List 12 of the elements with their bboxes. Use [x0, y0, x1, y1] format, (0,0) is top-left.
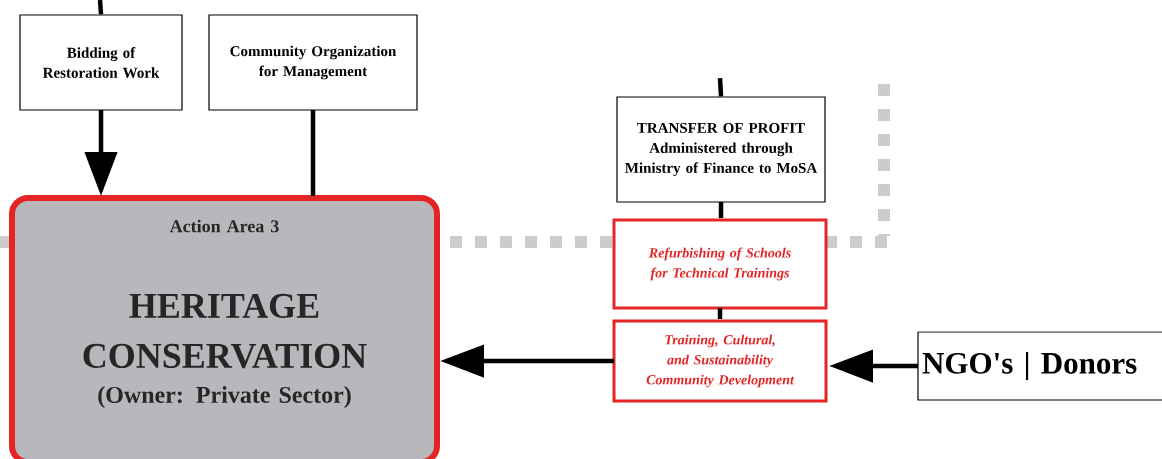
connector-line: [718, 202, 724, 218]
text-box: TRANSFER OF PROFIT Administered through Ministry of Finance to MoSA: [616, 96, 826, 203]
process-box: Training, Cultural, and Sustainability Community Development: [612, 319, 828, 403]
text-box: Community Organization for Management: [208, 14, 418, 111]
connector-line: [717, 308, 723, 319]
text-box: Bidding of Restoration Work: [19, 14, 183, 111]
connector-line: [310, 110, 316, 196]
text-box: NGO's | Donors: [917, 331, 1162, 401]
action-area-box: Action Area 3 HERITAGE CONSERVATION (Owner: Private Sector): [9, 195, 440, 459]
connector-line: [97, 0, 104, 15]
process-box: Refurbishing of Schools for Technical Trainings: [612, 218, 828, 310]
connector-line: [717, 77, 724, 97]
